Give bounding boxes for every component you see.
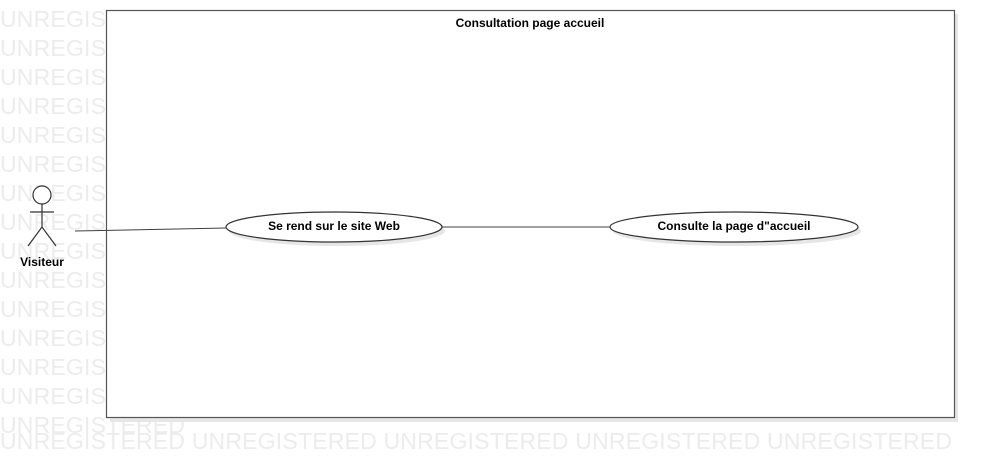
system-boundary-title: Consultation page accueil	[455, 16, 605, 30]
watermark-row-bottom: UNREGISTERED UNREGISTERED UNREGISTERED U…	[0, 428, 953, 454]
association-actor-usecase	[74, 227, 227, 232]
use-case-ellipse-1[interactable]	[225, 211, 443, 243]
actor-label: Visiteur	[20, 255, 64, 269]
use-case-label-1: Se rend sur le site Web	[268, 219, 400, 233]
system-boundary	[105, 9, 956, 419]
use-case-ellipse-2[interactable]	[609, 211, 859, 243]
stick-figure-icon[interactable]	[27, 185, 57, 247]
use-case-label-2: Consulte la page d"accueil	[657, 219, 811, 233]
